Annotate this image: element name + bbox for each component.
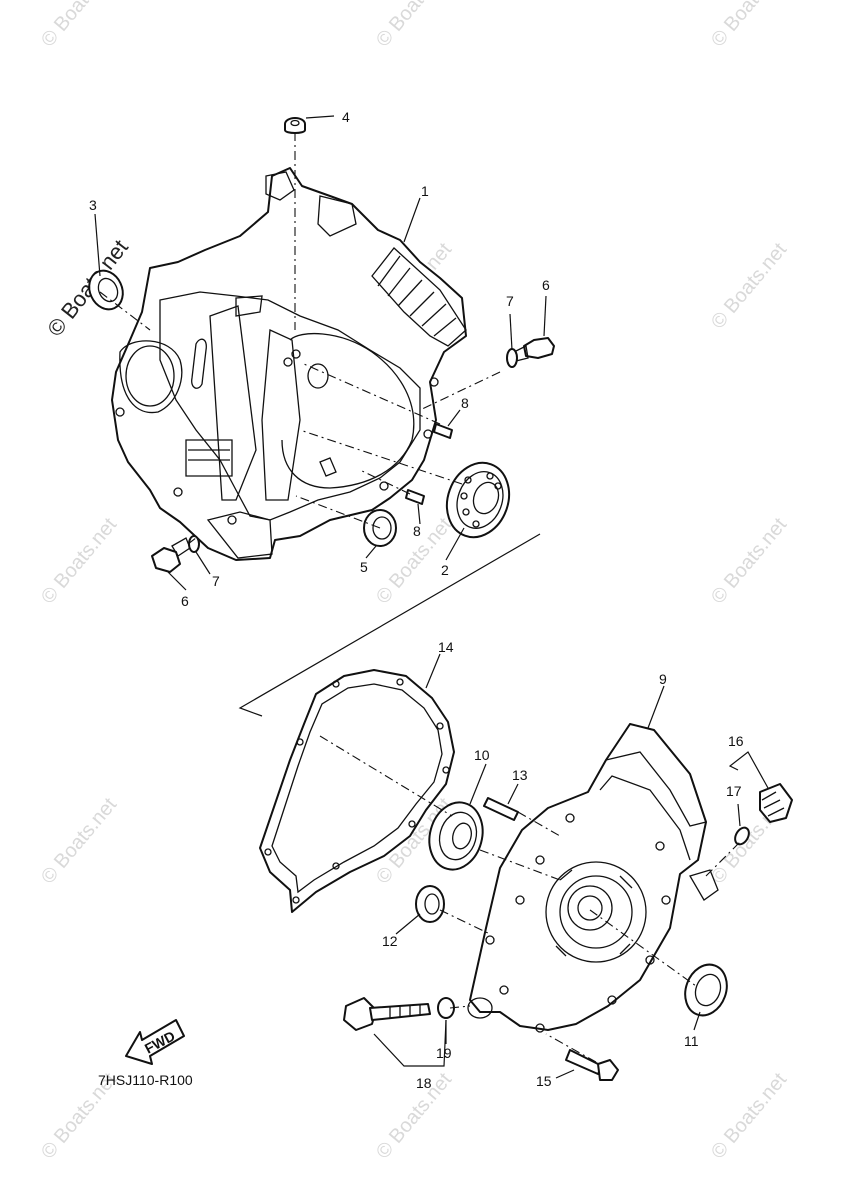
- dowel-pin-8-lower: [405, 489, 425, 505]
- oil-seal-12: [415, 885, 445, 923]
- assembly-lines: [99, 132, 743, 1063]
- watermarks: © Boats.net © Boats.net © Boats.net © Bo…: [37, 0, 791, 1163]
- watermark: © Boats.net: [372, 0, 456, 51]
- callout-7-upper: 7: [506, 293, 514, 309]
- callout-19: 19: [436, 1045, 452, 1061]
- callout-4: 4: [342, 109, 350, 125]
- dowel-pin-13: [483, 797, 519, 821]
- watermark: © Boats.net: [707, 513, 791, 608]
- callout-9: 9: [659, 671, 667, 687]
- watermark: © Boats.net: [37, 513, 121, 608]
- watermark: © Boats.net: [37, 0, 121, 51]
- callout-2: 2: [441, 562, 449, 578]
- callout-5: 5: [360, 559, 368, 575]
- collar-4: [284, 117, 306, 134]
- watermark: © Boats.net: [707, 1068, 791, 1163]
- oil-seal-3: [88, 269, 124, 311]
- dowel-pin-8-upper: [433, 423, 453, 439]
- diagram-code: 7HSJ110-R100: [98, 1072, 193, 1088]
- bearing-2: [445, 461, 511, 539]
- callout-1: 1: [421, 183, 429, 199]
- oil-seal-11: [684, 963, 728, 1017]
- callout-15: 15: [536, 1073, 552, 1089]
- fwd-arrow: FWD: [125, 1019, 185, 1065]
- watermark: © Boats.net: [707, 238, 791, 333]
- bolt-15: [565, 1049, 619, 1081]
- leader-lines: [94, 115, 769, 1079]
- callout-12: 12: [382, 933, 398, 949]
- callout-17: 17: [726, 783, 742, 799]
- watermark: © Boats.net: [707, 0, 791, 51]
- drain-plug-16: [759, 783, 793, 823]
- watermark: © Boats.net: [37, 793, 121, 888]
- washer-7-lower: [188, 535, 200, 553]
- callout-6-lower: 6: [181, 593, 189, 609]
- bolt-6-upper: [509, 337, 555, 363]
- callout-7-lower: 7: [212, 573, 220, 589]
- callout-18: 18: [416, 1075, 432, 1091]
- callouts: 1 2 3 4 5 6 6 7 7 8 8 9 10 11 12 13 14 1…: [89, 109, 744, 1091]
- washer-7-upper: [506, 348, 518, 368]
- crankcase-left-half: [111, 167, 467, 561]
- callout-8-lower: 8: [413, 523, 421, 539]
- oil-level-gauge-18: [343, 997, 431, 1031]
- bolt-6-lower: [151, 537, 191, 573]
- gasket-14: [259, 669, 455, 913]
- callout-13: 13: [512, 767, 528, 783]
- oil-seal-10: [428, 801, 484, 871]
- callout-6-upper: 6: [542, 277, 550, 293]
- callout-16: 16: [728, 733, 744, 749]
- callout-8-upper: 8: [461, 395, 469, 411]
- watermark: © Boats.net: [372, 1068, 456, 1163]
- callout-14: 14: [438, 639, 454, 655]
- crankcase-cover-9: [467, 723, 719, 1033]
- callout-3: 3: [89, 197, 97, 213]
- callout-10: 10: [474, 747, 490, 763]
- callout-11: 11: [684, 1033, 699, 1049]
